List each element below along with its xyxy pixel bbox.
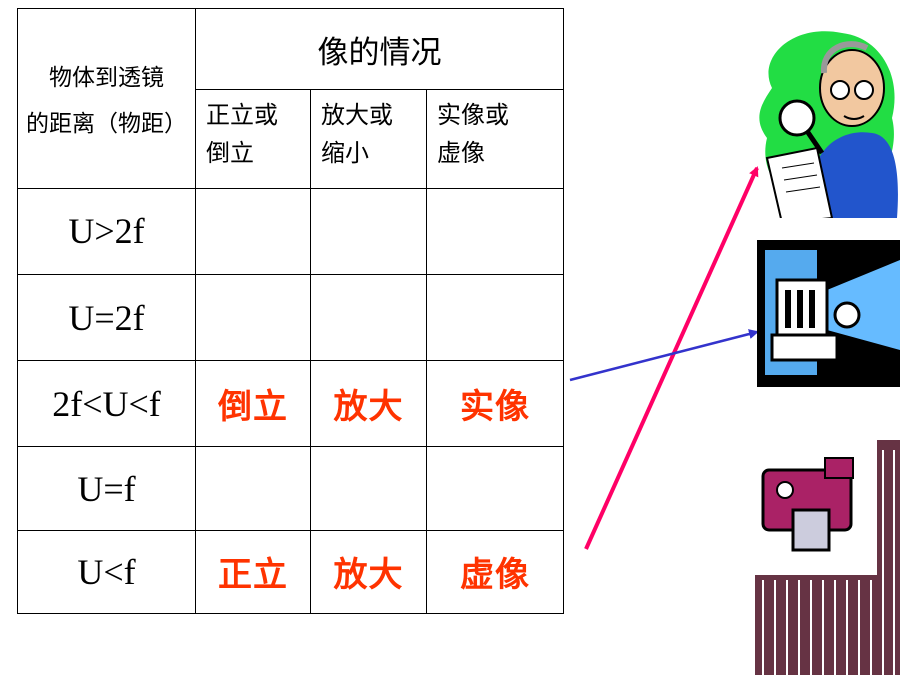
header-image-situation: 像的情况: [194, 7, 565, 91]
answer-cell: [310, 273, 427, 362]
lens-image-table: 物体到透镜 的距离（物距） 像的情况 正立或 倒立 放大或 缩小 实像或 虚像 …: [17, 7, 565, 615]
answer-cell: 倒立: [195, 360, 311, 448]
answer-cell: [195, 187, 311, 275]
condition-cell: U<f: [17, 529, 196, 615]
answer-cell: [195, 446, 311, 531]
subheader-text: 虚像: [437, 139, 485, 168]
answer-cell: 实像: [425, 360, 565, 448]
condition-cell: U=2f: [17, 273, 196, 362]
table-row: U>2f: [17, 187, 565, 275]
subheader-text: 放大或: [321, 101, 393, 130]
camera-icon: [755, 440, 900, 675]
answer-cell: [425, 446, 565, 531]
answer-cell: [310, 446, 427, 531]
subheader-text: 实像或: [437, 101, 509, 130]
header-left-line-1: 物体到透镜: [49, 65, 164, 92]
subheader-text: 缩小: [321, 139, 369, 168]
header-left-line-2: 的距离（物距）: [26, 111, 187, 138]
subheader-orientation: 正立或 倒立: [195, 89, 311, 189]
table-row: 2f<U<f 倒立 放大 实像: [17, 360, 565, 448]
subheader-text: 正立或: [206, 101, 278, 130]
pink-arrow: [584, 166, 759, 550]
answer-cell: 放大: [310, 360, 427, 448]
blue-arrow: [569, 329, 759, 382]
header-object-distance: 物体到透镜 的距离（物距）: [17, 8, 196, 189]
answer-cell: 放大: [310, 529, 427, 615]
table-row: U=2f: [17, 273, 565, 362]
table-row: U<f 正立 放大 虚像: [17, 529, 565, 615]
answer-cell: 虚像: [425, 529, 565, 615]
subheader-text: 倒立: [206, 139, 254, 168]
projector-icon: [757, 240, 900, 387]
man-with-magnifying-glass-icon: [759, 31, 898, 218]
answer-cell: [425, 187, 565, 275]
subheader-real-virtual: 实像或 虚像: [425, 89, 565, 189]
condition-cell: 2f<U<f: [17, 360, 196, 448]
answer-cell: 正立: [195, 529, 311, 615]
answer-cell: [425, 273, 565, 362]
